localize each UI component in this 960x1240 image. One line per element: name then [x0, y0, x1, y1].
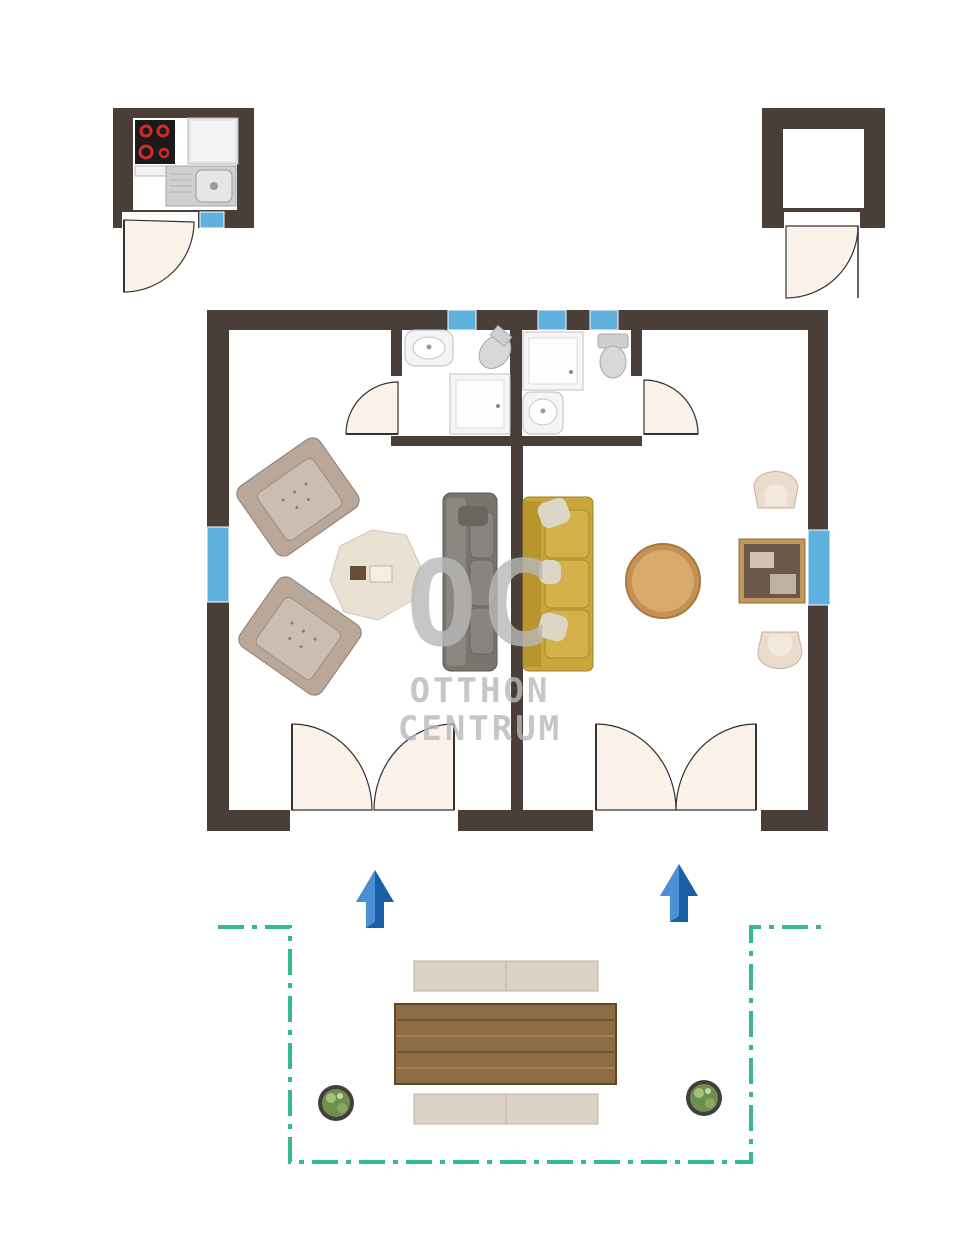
- watermark: OC OTTHON CENTRUM: [398, 535, 562, 749]
- arrow-up-icon: [356, 870, 394, 928]
- side-table: [738, 538, 806, 604]
- plant-icon: [686, 1080, 722, 1116]
- washbasin-icon: [404, 329, 454, 367]
- armchair-icon: [753, 471, 799, 509]
- round-table-icon: [625, 543, 701, 619]
- right-room-entrance-door: [593, 723, 761, 831]
- armchair-icon: [757, 631, 803, 669]
- bench-top: [413, 960, 599, 992]
- sink-icon: [165, 165, 237, 207]
- watermark-line2: CENTRUM: [398, 709, 562, 749]
- armchair-icon: [236, 437, 360, 557]
- watermark-logo: OC: [406, 535, 554, 673]
- bath-window-right: [589, 309, 619, 331]
- fridge-icon: [187, 117, 239, 165]
- toilet-icon: [478, 324, 513, 369]
- armchair-icon: [238, 576, 362, 696]
- shower-icon: [522, 331, 584, 391]
- plant-icon: [318, 1085, 354, 1121]
- storage-door: [785, 225, 859, 299]
- shower-icon: [449, 373, 511, 435]
- washbasin-icon: [522, 391, 564, 435]
- dining-table: [394, 1003, 617, 1085]
- toilet-icon: [597, 333, 629, 379]
- kitchenette-icon: [113, 108, 254, 293]
- hob-icon: [134, 120, 176, 177]
- left-room-entrance-door: [290, 723, 458, 831]
- sofa-icon: [522, 496, 594, 672]
- watermark-line1: OTTHON: [410, 671, 551, 711]
- arrow-up-icon: [660, 864, 698, 922]
- left-room-window: [206, 526, 230, 603]
- kitchenette-door: [123, 219, 195, 293]
- bath-window-mid: [537, 309, 567, 331]
- kitchenette-window: [199, 211, 225, 229]
- bath-window-left: [447, 309, 477, 331]
- bench-bottom: [413, 1093, 599, 1125]
- bath-door-left: [345, 376, 402, 436]
- right-room-window: [807, 529, 831, 606]
- storage-room: [762, 108, 885, 299]
- sofa-icon: [442, 492, 498, 672]
- bath-door-right: [631, 376, 699, 436]
- terrace-outline: [218, 925, 822, 1164]
- coffee-table: [329, 529, 421, 621]
